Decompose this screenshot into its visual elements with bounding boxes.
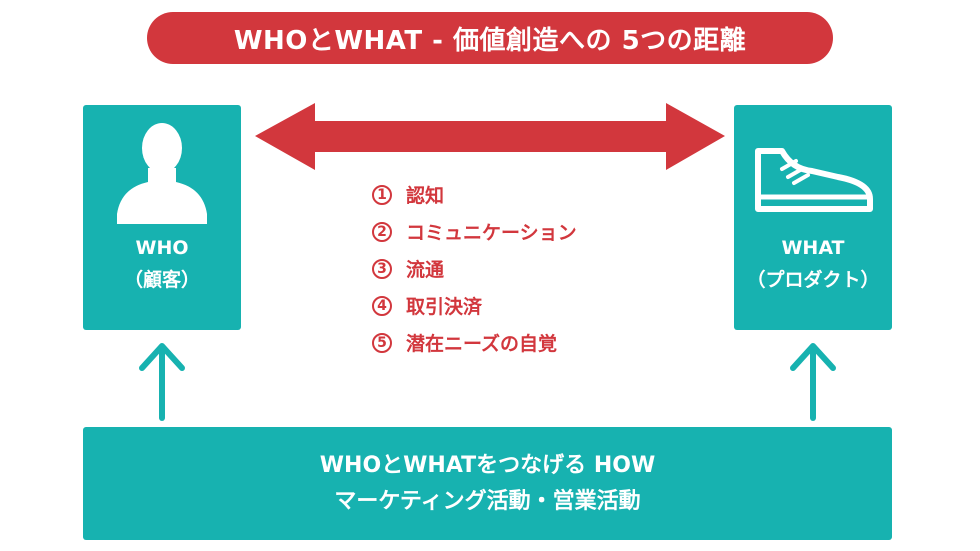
number-badge: 2 [372,221,392,242]
what-box: WHAT （プロダクト） [734,105,892,330]
up-arrow-what [790,343,836,421]
how-title: WHOとWHATをつなげる HOW [319,452,656,478]
number-badge: 5 [372,332,392,353]
who-label: WHO [135,237,189,259]
number-badge: 1 [372,184,392,205]
list-item: 2 コミュニケーション [372,213,577,250]
list-item: 5 潜在ニーズの自覚 [372,324,577,361]
what-sublabel: （プロダクト） [746,269,880,291]
person-icon [117,123,207,224]
list-item: 4 取引決済 [372,287,577,324]
list-item-label: 取引決済 [406,296,483,318]
list-item: 1 認知 [372,176,577,213]
list-item: 3 流通 [372,250,577,287]
diagram-title: WHOとWHAT - 価値創造への 5つの距離 [147,12,833,64]
how-subtitle: マーケティング活動・営業活動 [334,488,641,514]
list-item-label: 流通 [406,259,445,281]
double-headed-arrow [255,103,725,170]
list-item-label: 認知 [406,185,445,207]
sneaker-icon [755,148,873,212]
how-box: WHOとWHATをつなげる HOW マーケティング活動・営業活動 [83,427,892,540]
who-sublabel: （顧客） [123,269,200,291]
distance-list: 1 認知 2 コミュニケーション 3 流通 4 取引決済 5 潜在ニーズの自覚 [372,176,577,361]
what-label: WHAT [781,237,845,259]
number-badge: 4 [372,295,392,316]
list-item-label: 潜在ニーズの自覚 [406,333,558,355]
number-badge: 3 [372,258,392,279]
list-item-label: コミュニケーション [406,222,577,244]
up-arrow-who [139,343,185,421]
